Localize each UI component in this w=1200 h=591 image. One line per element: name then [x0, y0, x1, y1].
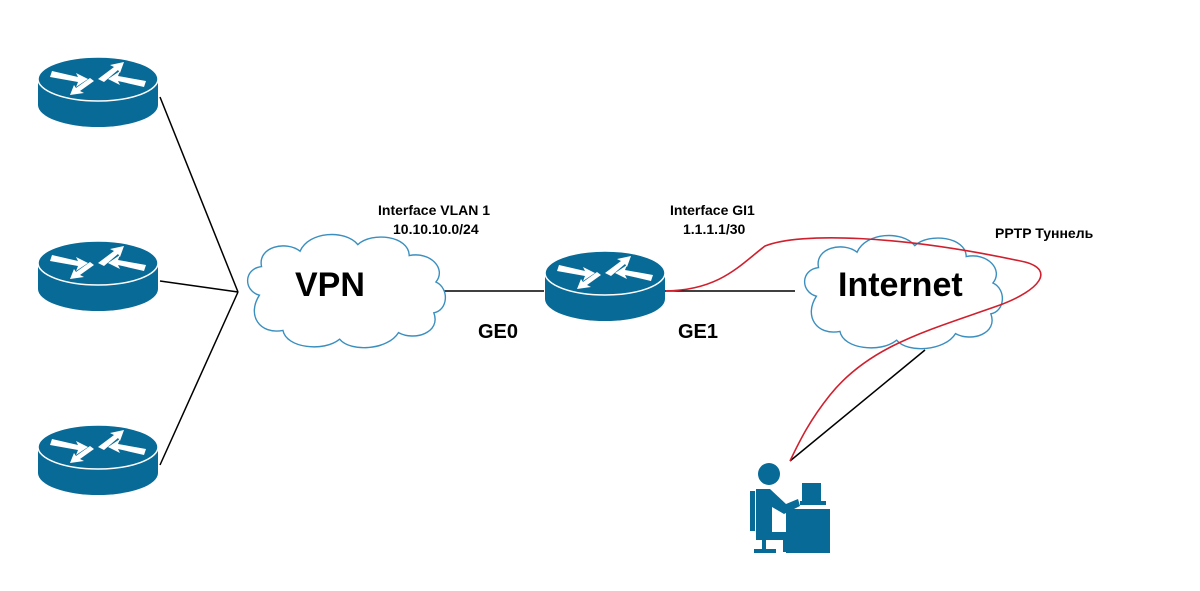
link-router2-vpn	[159, 280, 239, 293]
link-router1-vpn	[159, 96, 239, 293]
port-ge1-label: GE1	[678, 321, 719, 343]
vpn-cloud-label: VPN	[295, 266, 365, 304]
router-icon[interactable]	[37, 56, 159, 128]
internet-cloud-label: Internet	[838, 266, 963, 304]
link-internet-user	[789, 349, 926, 462]
gi-interface-label: Interface GI1	[670, 202, 755, 218]
router-icon[interactable]	[37, 240, 159, 312]
gi-address-label: 1.1.1.1/30	[683, 221, 746, 237]
user-workstation-icon[interactable]	[750, 463, 830, 553]
vlan-subnet-label: 10.10.10.0/24	[393, 221, 479, 237]
central-router-icon[interactable]	[544, 250, 666, 322]
router-icon[interactable]	[37, 424, 159, 496]
vlan-interface-label: Interface VLAN 1	[378, 202, 491, 218]
pptp-tunnel-label: PPTP Туннель	[995, 225, 1094, 241]
pptp-tunnel-path	[665, 237, 1042, 462]
link-router3-vpn	[159, 291, 239, 466]
port-ge0-label: GE0	[478, 321, 519, 343]
